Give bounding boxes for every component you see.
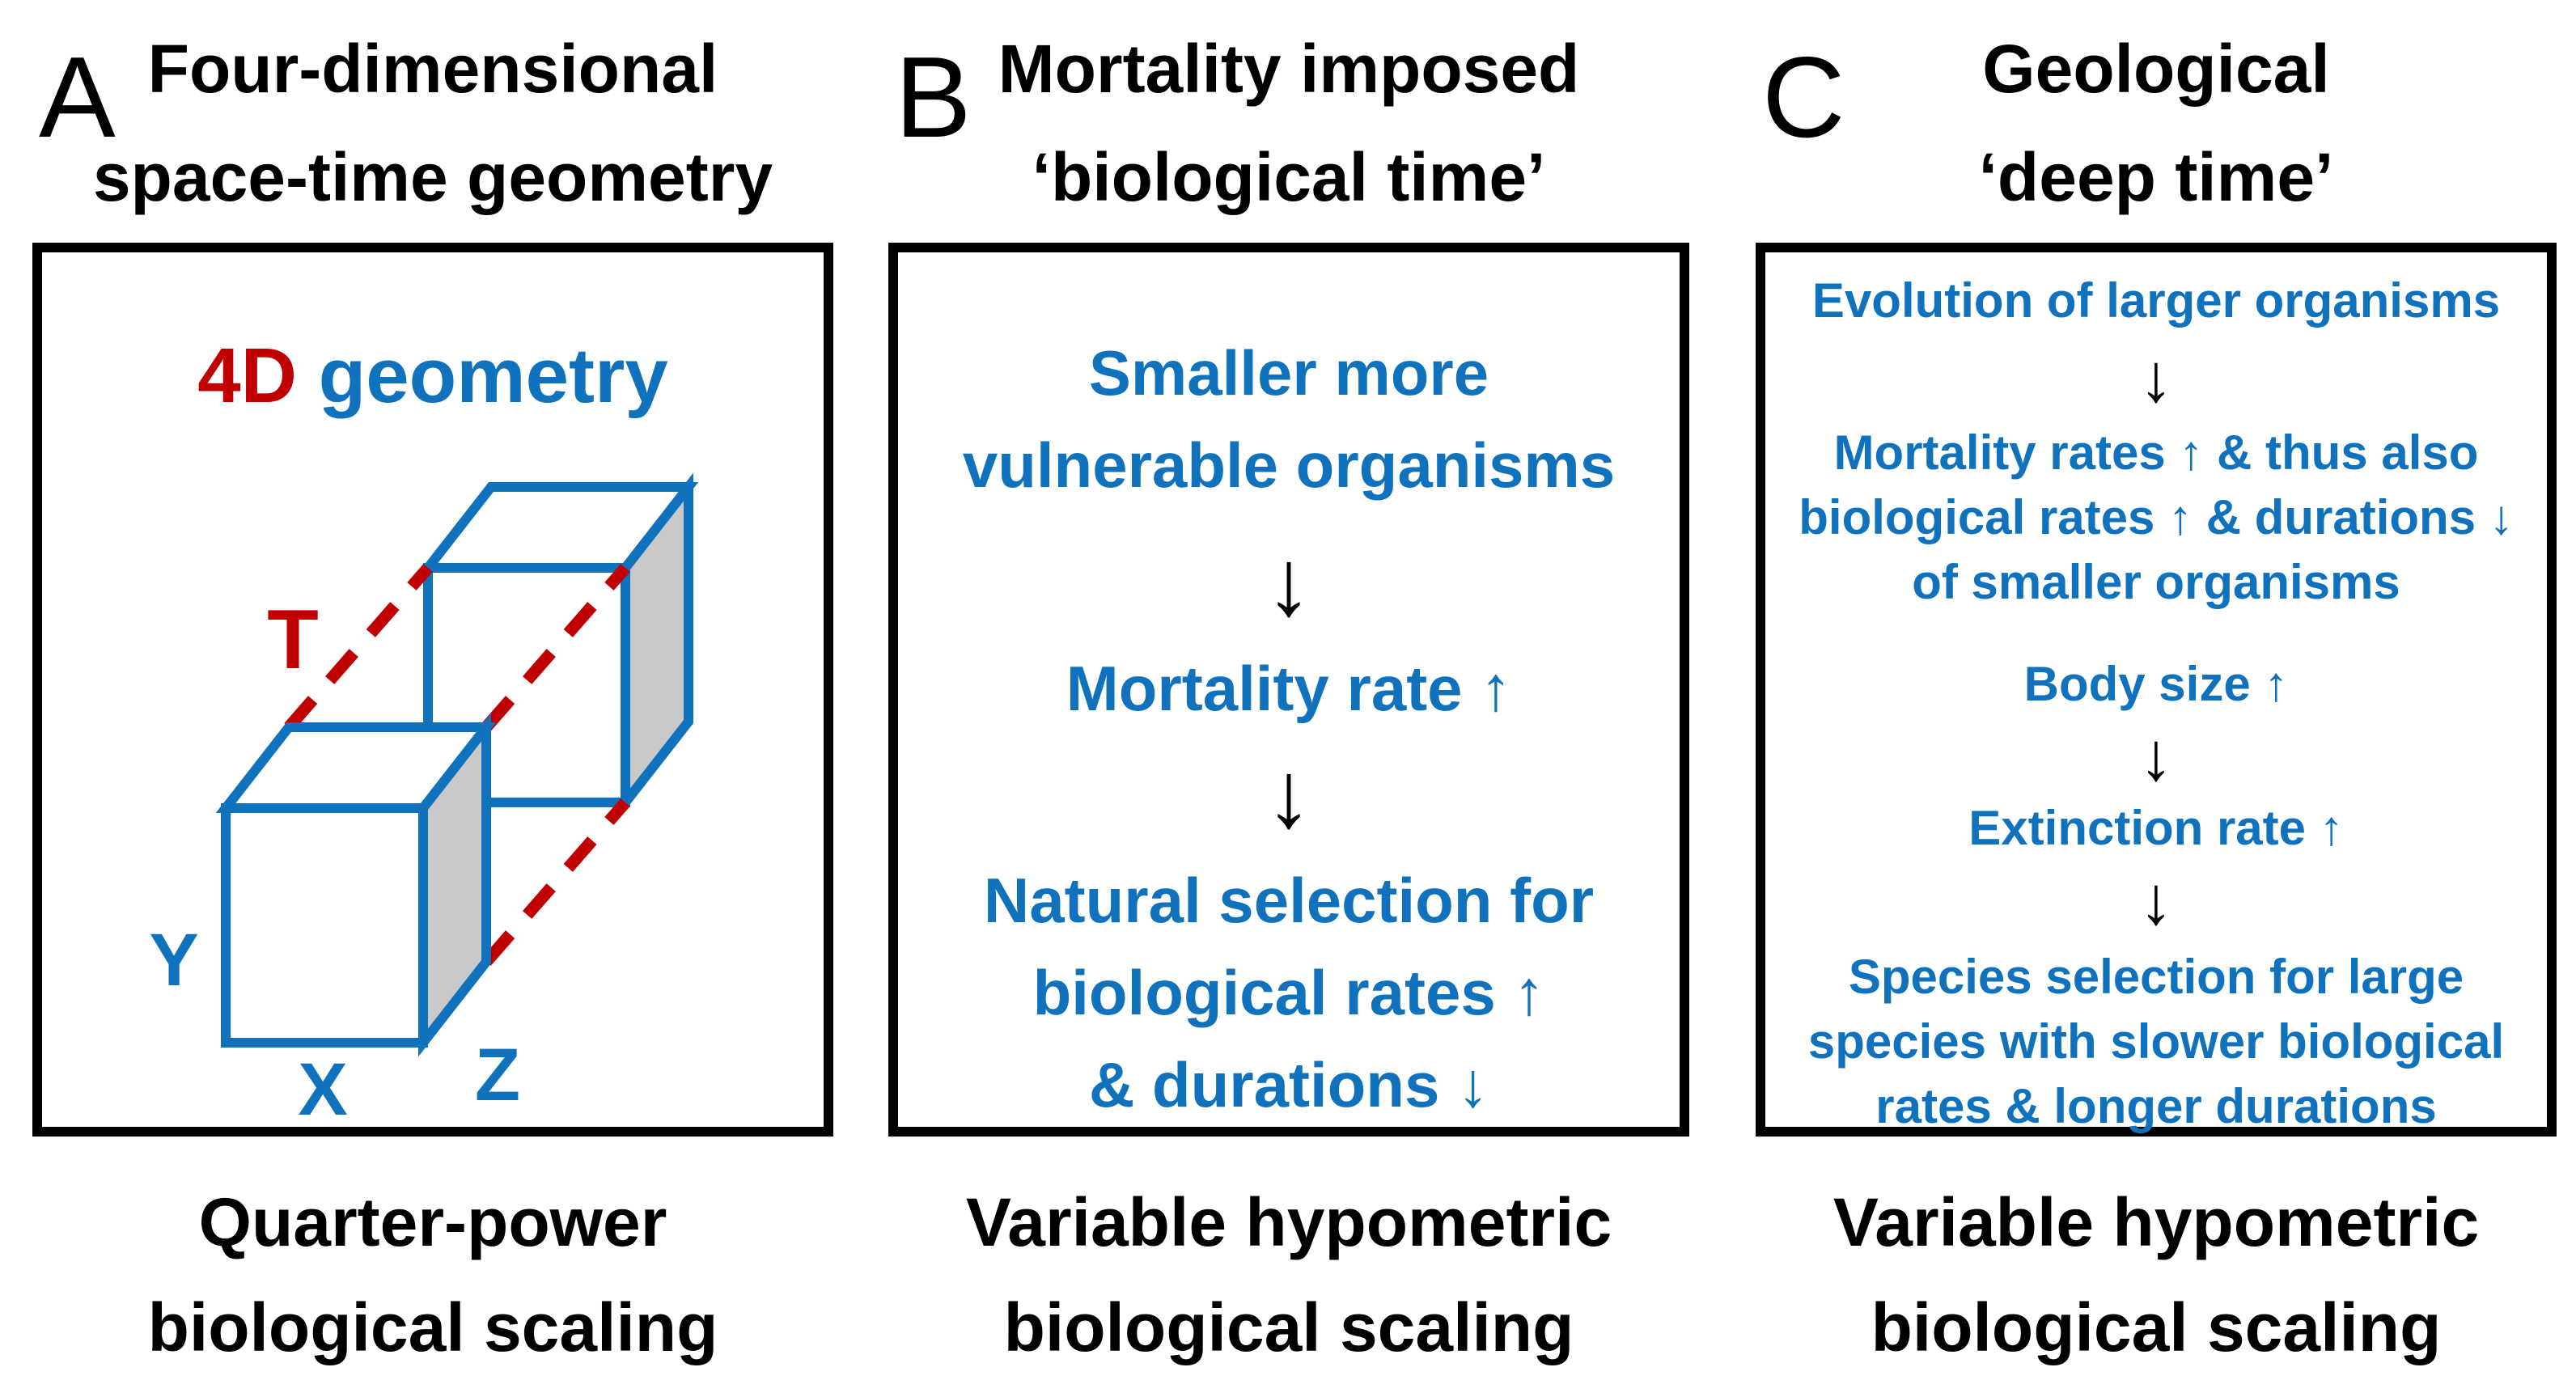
time-dashed-line-bottom — [481, 798, 630, 966]
axis-label-y: Y — [149, 919, 198, 1001]
down-arrow-icon: ↓ — [1265, 742, 1312, 847]
step-mortality-rates: Mortality rates ↑ & thus also biological… — [1799, 421, 2513, 615]
panel-a-caption-line1: Quarter-power — [198, 1184, 667, 1260]
step-species-selection-line1: Species selection for large — [1848, 950, 2464, 1004]
panel-b-caption: Variable hypometric biological scaling — [888, 1170, 1689, 1380]
panel-b-title-line1: Mortality imposed — [998, 31, 1580, 107]
axis-label-x: X — [298, 1048, 347, 1127]
step-mortality-rates-line3: of smaller organisms — [1912, 555, 2400, 609]
step-natural-selection-line2: biological rates ↑ — [1032, 957, 1545, 1028]
step-natural-selection-line3: & durations ↓ — [1088, 1049, 1489, 1120]
step-natural-selection-line1: Natural selection for — [983, 865, 1595, 936]
panel-c-title-line1: Geological — [1982, 31, 2330, 107]
panel-b-letter: B — [895, 33, 972, 162]
panel-a-letter: A — [39, 33, 116, 162]
step-smaller-organisms: Smaller more vulnerable organisms — [963, 327, 1615, 511]
panel-c-caption-line1: Variable hypometric — [1832, 1184, 2480, 1260]
panel-a-title-line1: Four-dimensional — [147, 31, 718, 107]
panel-a: A Four-dimensional space-time geometry — [32, 0, 833, 1375]
4d-label: 4D — [197, 332, 297, 419]
panel-b-box: Smaller more vulnerable organisms ↓ Mort… — [888, 243, 1689, 1137]
step-species-selection: Species selection for large species with… — [1808, 945, 2504, 1139]
step-body-size: Body size ↑ — [2023, 657, 2289, 711]
step-evolution: Evolution of larger organisms — [1811, 273, 2501, 328]
step-mortality-rate: Mortality rate ↑ — [1066, 653, 1512, 724]
panel-a-caption-line2: biological scaling — [147, 1289, 718, 1365]
step-extinction-rate: Extinction rate ↑ — [1968, 801, 2344, 855]
panel-b-title-line2: ‘biological time’ — [1032, 139, 1546, 215]
axis-label-z: Z — [475, 1034, 520, 1116]
panel-c-title-line2: ‘deep time’ — [1978, 139, 2334, 215]
panel-b-title: Mortality imposed ‘biological time’ — [888, 15, 1689, 231]
down-arrow-icon: ↓ — [2139, 718, 2173, 794]
panel-a-title: Four-dimensional space-time geometry — [32, 15, 833, 231]
panel-a-box: T Y X Z 4D geometry — [32, 243, 833, 1137]
axis-label-t: T — [267, 593, 319, 687]
time-dashed-line-top-right — [481, 564, 630, 731]
step-species-selection-line3: rates & longer durations — [1875, 1079, 2437, 1133]
down-arrow-icon: ↓ — [1265, 530, 1312, 635]
panel-c-caption-line2: biological scaling — [1871, 1289, 2442, 1365]
step-mortality-rates-line1: Mortality rates ↑ & thus also — [1833, 425, 2479, 480]
time-dashed-line-top-left — [284, 564, 433, 731]
step-smaller-organisms-line2: vulnerable organisms — [962, 430, 1616, 501]
panel-c-letter: C — [1762, 33, 1845, 162]
step-natural-selection: Natural selection for biological rates ↑… — [984, 854, 1594, 1131]
panel-b-caption-line1: Variable hypometric — [965, 1184, 1612, 1260]
panel-a-caption: Quarter-power biological scaling — [32, 1170, 833, 1380]
panel-c-box: Evolution of larger organisms ↓ Mortalit… — [1756, 243, 2557, 1137]
panel-c: C Geological ‘deep time’ Evolution of la… — [1756, 0, 2557, 1375]
panel-a-title-line2: space-time geometry — [92, 139, 773, 215]
step-smaller-organisms-line1: Smaller more — [1088, 337, 1489, 408]
panel-c-title: Geological ‘deep time’ — [1756, 15, 2557, 231]
step-species-selection-line2: species with slower biological — [1807, 1014, 2505, 1069]
down-arrow-icon: ↓ — [2139, 862, 2173, 938]
cube-diagram: T Y X Z — [149, 472, 699, 1127]
down-arrow-icon: ↓ — [2139, 340, 2173, 416]
4d-geometry-heading: 4D geometry — [42, 332, 824, 421]
panel-c-caption: Variable hypometric biological scaling — [1756, 1170, 2557, 1380]
panel-b-caption-line2: biological scaling — [1003, 1289, 1574, 1365]
step-mortality-rates-line2: biological rates ↑ & durations ↓ — [1799, 490, 2514, 544]
geometry-label: geometry — [318, 332, 668, 419]
front-cube-front-face — [221, 803, 428, 1048]
panel-b: B Mortality imposed ‘biological time’ Sm… — [888, 0, 1689, 1375]
